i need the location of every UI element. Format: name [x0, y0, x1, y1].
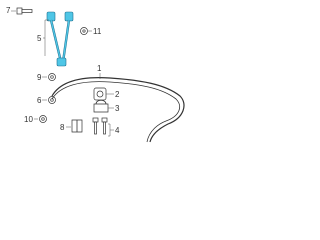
callout-5: 5 [37, 34, 42, 43]
nut-10 [39, 115, 47, 123]
callout-11: 11 [93, 27, 102, 36]
nut-6 [48, 96, 56, 104]
callout-3: 3 [115, 104, 120, 113]
stabilizer-bar-1 [51, 77, 185, 143]
callout-7: 7 [6, 6, 11, 15]
bracket-8 [71, 119, 83, 133]
callout-1: 1 [97, 64, 102, 73]
parts-diagram: 7 5 11 9 6 10 8 [6, 6, 185, 143]
callout-9: 9 [37, 73, 42, 82]
callout-10: 10 [24, 115, 33, 124]
bolt-7 [16, 7, 33, 15]
stabilizer-link-5 [46, 11, 74, 67]
callout-2: 2 [115, 90, 120, 99]
callout-4: 4 [115, 126, 120, 135]
bracket-3 [93, 99, 109, 113]
leader-5 [43, 19, 49, 39]
bushing-2 [93, 87, 107, 101]
nut-9 [48, 73, 56, 81]
leader-4-bracket [108, 123, 111, 137]
bolts-4 [92, 117, 108, 135]
bushing-11 [80, 27, 88, 35]
callout-8: 8 [60, 123, 65, 132]
callout-6: 6 [37, 96, 42, 105]
